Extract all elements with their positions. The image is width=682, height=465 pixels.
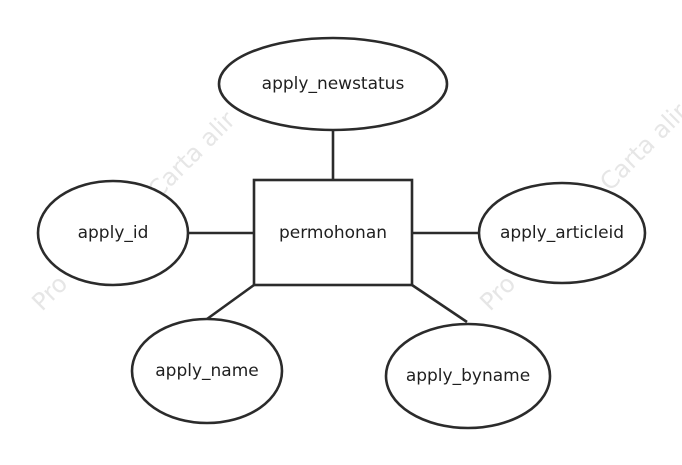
attribute-label: apply_id xyxy=(78,223,149,243)
watermark-text-right-top: Carta alir xyxy=(594,98,682,196)
attribute-label: apply_name xyxy=(155,361,259,381)
attribute-ellipse xyxy=(477,181,647,285)
attribute-ellipse xyxy=(384,322,552,430)
connector-name xyxy=(206,283,255,321)
watermark-text-right: Pro xyxy=(474,270,521,317)
attribute-apply-newstatus[interactable]: apply_newstatus xyxy=(217,36,449,132)
entity-box xyxy=(252,178,414,287)
attribute-ellipse xyxy=(130,317,284,425)
attribute-ellipse xyxy=(217,36,449,132)
attribute-apply-articleid[interactable]: apply_articleid xyxy=(477,181,647,285)
attribute-label: apply_byname xyxy=(406,366,530,386)
attribute-label: apply_articleid xyxy=(500,223,624,243)
attribute-apply-id[interactable]: apply_id xyxy=(36,179,190,287)
entity-permohonan[interactable]: permohonan xyxy=(252,178,414,287)
watermark-text-left: Pro xyxy=(26,270,73,317)
attribute-label: apply_newstatus xyxy=(262,74,405,94)
attribute-apply-byname[interactable]: apply_byname xyxy=(384,322,552,430)
entity-label: permohonan xyxy=(279,223,387,243)
attribute-ellipse xyxy=(36,179,190,287)
attribute-apply-name[interactable]: apply_name xyxy=(130,317,284,425)
connector-byname xyxy=(411,283,468,324)
